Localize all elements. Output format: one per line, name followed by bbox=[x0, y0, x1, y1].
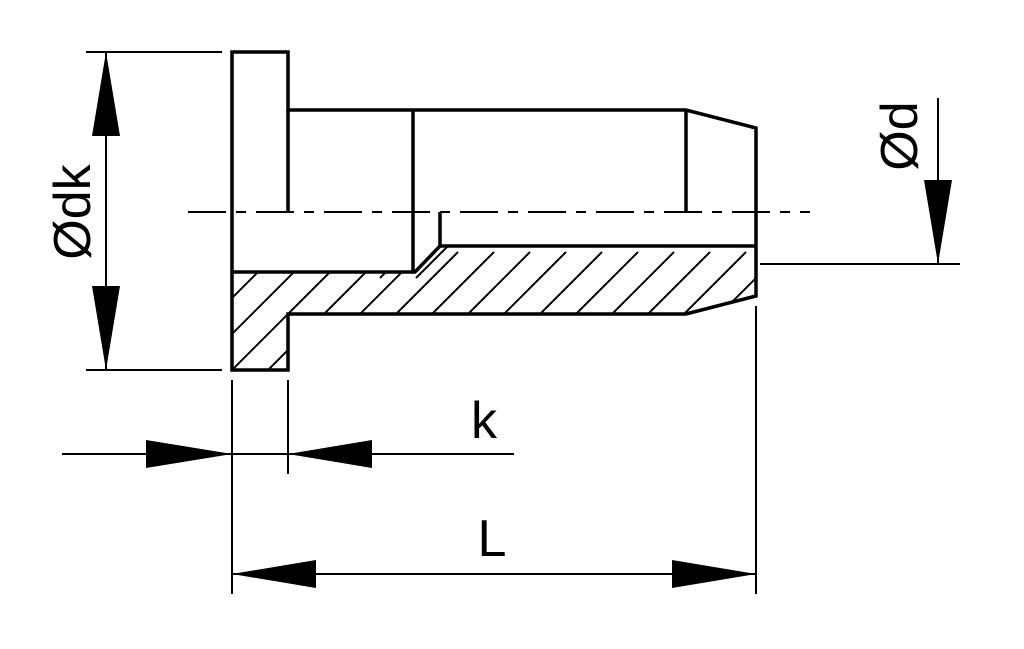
section-hatching bbox=[232, 246, 756, 370]
arrow-right-icon bbox=[672, 560, 756, 588]
shank-diameter-dimension bbox=[760, 98, 960, 265]
arrow-down-icon bbox=[924, 180, 952, 264]
arrow-left-icon bbox=[232, 560, 316, 588]
arrow-right-icon bbox=[146, 440, 232, 468]
arrow-down-icon bbox=[92, 286, 120, 370]
part-outline bbox=[230, 50, 758, 372]
length-label: L bbox=[478, 510, 507, 568]
head-diameter-dimension bbox=[86, 51, 222, 371]
head-diameter-label: Ødk bbox=[44, 163, 102, 259]
arrow-up-icon bbox=[92, 52, 120, 136]
head-height-dimension bbox=[62, 380, 514, 594]
arrow-left-icon bbox=[288, 440, 372, 468]
shank-diameter-label: Ød bbox=[871, 101, 929, 170]
length-dimension bbox=[232, 306, 757, 594]
head-height-label: k bbox=[471, 392, 498, 450]
